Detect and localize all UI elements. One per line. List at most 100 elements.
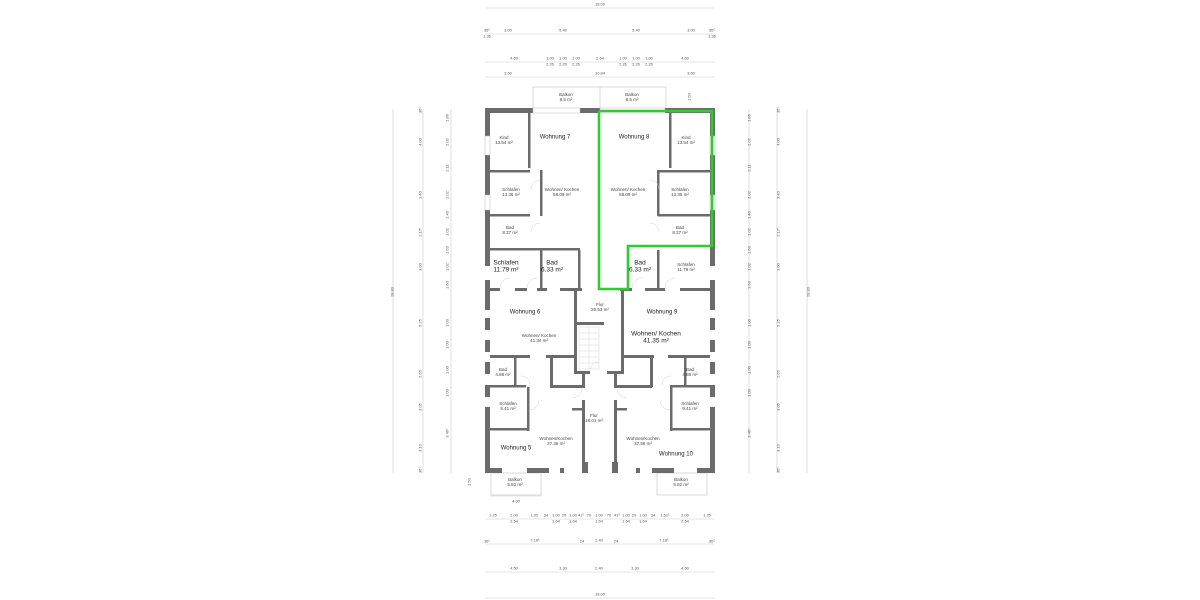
dimension-label: 2.26 bbox=[619, 61, 627, 67]
room-name: Flur bbox=[596, 301, 604, 307]
dimension-label: 2.02 bbox=[746, 138, 752, 146]
dimension-lines bbox=[392, 7, 808, 599]
dimension-label: 28.80 bbox=[805, 286, 811, 298]
room-name: Wohnen/ Kochen bbox=[610, 186, 646, 192]
dimension-label: 4.00 bbox=[775, 138, 781, 146]
room-area: 37.58 m² bbox=[634, 441, 652, 446]
room-name: Flur bbox=[590, 412, 598, 418]
room-area: 8.5 m² bbox=[625, 97, 639, 102]
room-name: Bad bbox=[505, 224, 515, 230]
room-area: 8.5 m² bbox=[559, 97, 573, 102]
dimension-label: 1.64 bbox=[552, 518, 560, 524]
dimension-label: 18.00 bbox=[594, 1, 606, 7]
dimension-label: 1.64 bbox=[569, 518, 577, 524]
dimension-label: 1.40 bbox=[444, 211, 450, 219]
room-area: 9.41 m² bbox=[500, 406, 516, 411]
dimension-label: 1.02 bbox=[746, 263, 752, 271]
dimension-label: 1.00 bbox=[639, 512, 647, 518]
dimension-label: 2.11 bbox=[444, 164, 450, 172]
dimension-label: 1.25 bbox=[703, 512, 711, 518]
dimension-label: 3.00 bbox=[504, 27, 512, 33]
dimension-label: 5.25 bbox=[775, 319, 781, 327]
dimension-label: 1.63 bbox=[746, 281, 752, 289]
room-area: 13.54 m² bbox=[495, 140, 513, 145]
dimension-label: 1.02 bbox=[444, 263, 450, 271]
dimension-label: 3.30 bbox=[559, 565, 567, 571]
room-area: 4.88 m² bbox=[495, 372, 511, 377]
dimension-label: 1.86 bbox=[444, 114, 450, 122]
dimension-label: 1.36 bbox=[483, 33, 491, 39]
room-name: Schlafen bbox=[681, 400, 699, 406]
room-name: Bad bbox=[685, 366, 695, 372]
dimension-label: 36⁵ bbox=[483, 538, 491, 544]
dimension-label: 4.69 bbox=[510, 55, 518, 61]
room-name: Bad bbox=[546, 259, 558, 267]
dimension-label: 20 bbox=[561, 512, 567, 518]
room-name: Bad bbox=[675, 224, 685, 230]
room-name: Kind bbox=[681, 134, 691, 140]
room-area: 13.36 m² bbox=[502, 192, 520, 197]
dimension-label: 2.02 bbox=[746, 191, 752, 199]
room-area: 41.34 m² bbox=[530, 338, 548, 343]
dimension-label: 1.36 bbox=[708, 33, 716, 39]
unit-label: Wohnung 8 bbox=[618, 134, 650, 141]
dimension-label: 2.65 bbox=[775, 370, 781, 378]
room-area: 41.35 m² bbox=[643, 338, 669, 345]
dimension-label: 1.64 bbox=[639, 518, 647, 524]
door-swings bbox=[499, 179, 676, 411]
dimension-label: 18.00 bbox=[594, 591, 606, 597]
dimension-label: 1.25 bbox=[489, 512, 497, 518]
dimension-label: 1.00 bbox=[746, 389, 752, 397]
dimension-label: 2.26 bbox=[559, 61, 567, 67]
dimension-label: 3.00 bbox=[687, 27, 695, 33]
dimension-label: 2.64 bbox=[596, 55, 604, 61]
dimension-label: 1.40 bbox=[746, 211, 752, 219]
unit-label: Wohnung 9 bbox=[646, 309, 678, 316]
dimension-label: 1.00 bbox=[546, 55, 554, 61]
dimension-label: 1.00 bbox=[552, 512, 560, 518]
dimension-label: 36⁵ bbox=[417, 106, 423, 114]
dimension-label: 1.00 bbox=[622, 512, 630, 518]
dimension-label: 2.26 bbox=[632, 61, 640, 67]
room-area: 5.82 m² bbox=[507, 482, 523, 487]
room-name: Schlafen bbox=[502, 186, 520, 192]
dimension-label: 5.40 bbox=[632, 27, 640, 33]
dimension-label: 3.30 bbox=[631, 565, 639, 571]
dimension-label: 36⁵ bbox=[708, 538, 716, 544]
dimension-label: 2.54 bbox=[681, 518, 689, 524]
dimension-label: 1.02 bbox=[444, 228, 450, 236]
dimension-label: 41⁵ bbox=[577, 512, 585, 518]
dimension-label: 3.49⁵ bbox=[444, 428, 450, 438]
room-name: Wohnen/Kochen bbox=[539, 435, 573, 441]
highlight-wohnung-8 bbox=[597, 109, 714, 291]
dimension-label: 1.00 bbox=[595, 512, 603, 518]
room-area: 20.53 m² bbox=[591, 307, 609, 312]
dimension-label: 36⁵ bbox=[417, 466, 423, 474]
dimension-label: 3.60 bbox=[504, 70, 512, 76]
room-area: 58.09 m² bbox=[553, 192, 571, 197]
room-name: Wohnen/Kochen bbox=[626, 435, 660, 441]
dimension-label: 1.00 bbox=[645, 55, 653, 61]
dimension-label: 1.86 bbox=[746, 114, 752, 122]
dimension-label: 2.11 bbox=[746, 164, 752, 172]
dimension-label: 2.65 bbox=[417, 370, 423, 378]
dimension-label: 1.00 bbox=[619, 55, 627, 61]
dimension-label: 1.00 bbox=[569, 512, 577, 518]
dimension-label: 36⁵ bbox=[775, 466, 781, 474]
dimension-label: 1.00 bbox=[746, 319, 752, 327]
dimension-label: 1.02 bbox=[746, 228, 752, 236]
room-name: Kind bbox=[499, 134, 509, 140]
dimension-label: 1.63 bbox=[444, 281, 450, 289]
dimension-label: 4.69 bbox=[681, 55, 689, 61]
dimension-label: 4.00 bbox=[417, 138, 423, 146]
room-name: Wohnen/ Kochen bbox=[631, 330, 681, 338]
